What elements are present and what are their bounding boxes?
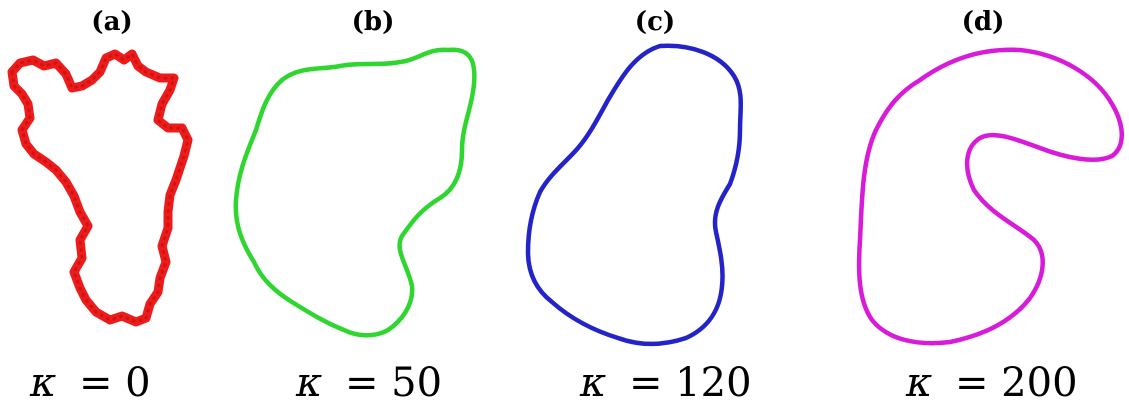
kappa-symbol: κ	[905, 360, 932, 406]
kappa-label-a: κ = 0	[29, 360, 151, 406]
panel-label-d: (d)	[962, 7, 1005, 37]
kappa-symbol: κ	[579, 360, 606, 406]
kappa-symbol: κ	[29, 360, 56, 406]
panel-label-c: (c)	[635, 7, 675, 37]
panel-label-b: (b)	[352, 7, 395, 37]
ring-a-outline	[7, 49, 193, 327]
kappa-label-b: κ = 50	[295, 360, 442, 406]
kappa-symbol: κ	[295, 360, 322, 406]
panel-label-a: (a)	[91, 7, 132, 37]
ring-c-outline	[525, 43, 743, 347]
kappa-value: = 50	[345, 360, 442, 406]
kappa-value: = 0	[79, 360, 151, 406]
ring-b-outline	[233, 47, 477, 338]
ring-d-outline	[856, 47, 1124, 346]
kappa-label-d: κ = 200	[905, 360, 1078, 406]
ring-a	[7, 49, 193, 327]
kappa-value: = 200	[955, 360, 1078, 406]
kappa-value: = 120	[629, 360, 752, 406]
kappa-label-c: κ = 120	[579, 360, 752, 406]
